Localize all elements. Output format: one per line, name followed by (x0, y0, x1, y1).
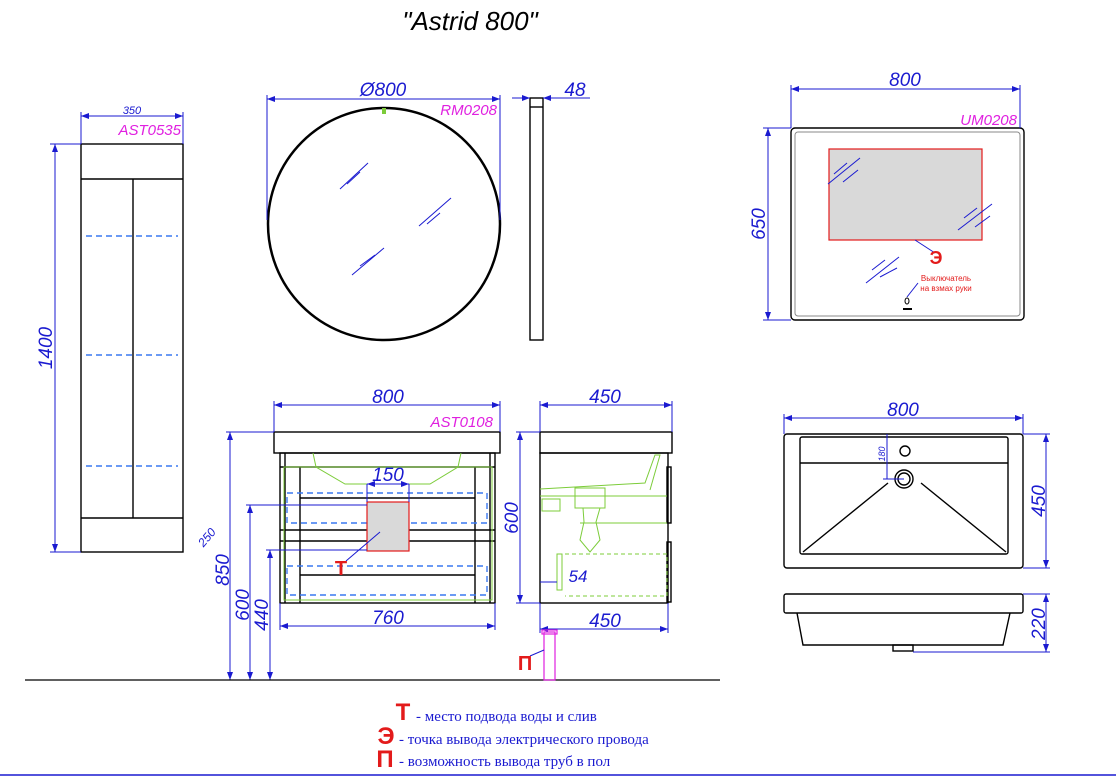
round-mirror-depth: 48 (564, 80, 586, 101)
basin-drain-offset: 180 (877, 446, 887, 461)
vanity-marker: Т (335, 558, 347, 580)
basin-height: 220 (1029, 608, 1050, 641)
legend-text-p: - возможность вывода труб в пол (399, 754, 611, 770)
floor-pipe-marker: П (518, 653, 532, 675)
vanity-width: 800 (372, 387, 404, 408)
legend-symbol-t: Т (396, 699, 411, 726)
switch-note-line1: Выключатель (921, 274, 971, 283)
legend: Т - место подвода воды и слив Э - точка … (0, 699, 1116, 776)
round-mirror-code: RM0208 (440, 102, 497, 119)
vanity-total-height: 850 (213, 554, 234, 586)
basin-width: 800 (887, 400, 919, 421)
vanity-side-offset: 54 (569, 567, 588, 586)
led-mirror-code: UM0208 (960, 112, 1017, 129)
switch-note-line2: на взмах руки (920, 284, 971, 293)
vanity-height-600: 600 (233, 589, 254, 621)
led-mirror-height: 650 (749, 208, 770, 240)
pencil-case-height: 1400 (36, 326, 57, 369)
legend-symbol-p: П (376, 746, 393, 773)
basin-side-view: 220 (783, 593, 1050, 653)
pencil-case-depth: 250 (194, 525, 218, 550)
vanity-side-view: 54 450 600 450 П (502, 387, 673, 681)
round-mirror-view: Ø800 RM0208 48 (266, 80, 590, 342)
vanity-cutout-width: 150 (372, 465, 404, 486)
pencil-case-view: 350 AST0535 1400 250 (36, 105, 219, 553)
vanity-height-440: 440 (252, 599, 273, 631)
vanity-front-view: Т 150 800 AST0108 760 850 600 440 (25, 387, 720, 681)
vanity-body-width: 760 (372, 608, 404, 629)
legend-text-t: - место подвода воды и слив (416, 709, 597, 725)
drawing-title: "Astrid 800" (402, 6, 539, 36)
led-mirror-width: 800 (889, 70, 921, 91)
legend-symbol-e: Э (377, 723, 394, 750)
legend-text-e: - точка вывода электрического провода (399, 732, 649, 748)
vanity-side-height: 600 (502, 502, 523, 534)
round-mirror-diameter: Ø800 (359, 80, 407, 101)
vanity-side-depth-bottom: 450 (589, 611, 621, 632)
hand-switch-icon (904, 297, 910, 305)
pencil-case-width: 350 (123, 105, 142, 117)
basin-top-view: 180 800 450 (783, 400, 1050, 569)
floor-pipe (543, 631, 556, 681)
basin-depth: 450 (1029, 485, 1050, 517)
vanity-code: AST0108 (429, 414, 493, 431)
vanity-side-depth-top: 450 (589, 387, 621, 408)
pencil-case-code: AST0535 (117, 122, 181, 139)
led-mirror-view: Э Выключатель на взмах руки 800 UM0208 6… (749, 70, 1025, 321)
led-mirror-marker: Э (930, 248, 943, 268)
